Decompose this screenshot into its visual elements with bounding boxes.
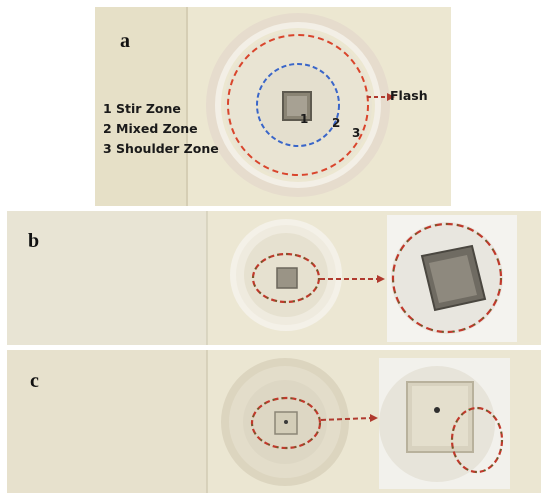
shoulder-ring bbox=[215, 22, 381, 188]
zoom-keyhole-inner bbox=[412, 386, 468, 446]
panel-a-label: a bbox=[120, 30, 130, 52]
panel-c-graphic bbox=[7, 350, 541, 493]
zoom-defect-outline-accent bbox=[451, 407, 503, 473]
panel-c-photo bbox=[7, 350, 541, 493]
legend-mixed-zone: 2 Mixed Zone bbox=[103, 121, 198, 136]
zoom-defect bbox=[434, 407, 440, 413]
flash-label: Flash bbox=[390, 88, 428, 103]
panel-c-label: c bbox=[30, 370, 39, 392]
shoulder-zone-outline bbox=[227, 34, 369, 176]
zone-number-3: 3 bbox=[352, 126, 361, 140]
panel-a-photo bbox=[95, 7, 451, 206]
keyhole-inner bbox=[287, 96, 307, 116]
left-coupon bbox=[95, 7, 187, 206]
panel-a-graphic bbox=[95, 7, 451, 206]
mixed-zone-outline bbox=[256, 63, 340, 147]
left-coupon bbox=[7, 350, 207, 493]
legend-stir-zone: 1 Stir Zone bbox=[103, 101, 181, 116]
left-coupon bbox=[7, 211, 207, 345]
zoom-arrow-line bbox=[320, 417, 373, 421]
keyhole bbox=[276, 267, 298, 289]
zone-number-1: 1 bbox=[300, 112, 309, 126]
zoom-arrow-head bbox=[370, 414, 378, 422]
panel-b-graphic bbox=[7, 211, 541, 345]
zone-outline-accent bbox=[251, 397, 321, 449]
zone-number-2: 2 bbox=[332, 116, 341, 130]
legend-shoulder-zone: 3 Shoulder Zone bbox=[103, 141, 219, 156]
zoom-zone-outline-accent bbox=[392, 223, 502, 333]
zoom-keyhole-inner bbox=[429, 255, 477, 303]
panel-b-photo bbox=[7, 211, 541, 345]
panel-b-label: b bbox=[28, 230, 40, 252]
zoom-arrow-head bbox=[377, 275, 385, 283]
flash-arrow-head bbox=[387, 93, 395, 101]
zone-outline-accent bbox=[252, 253, 320, 303]
keyhole-defect bbox=[284, 420, 288, 424]
flash-ring bbox=[206, 13, 390, 197]
